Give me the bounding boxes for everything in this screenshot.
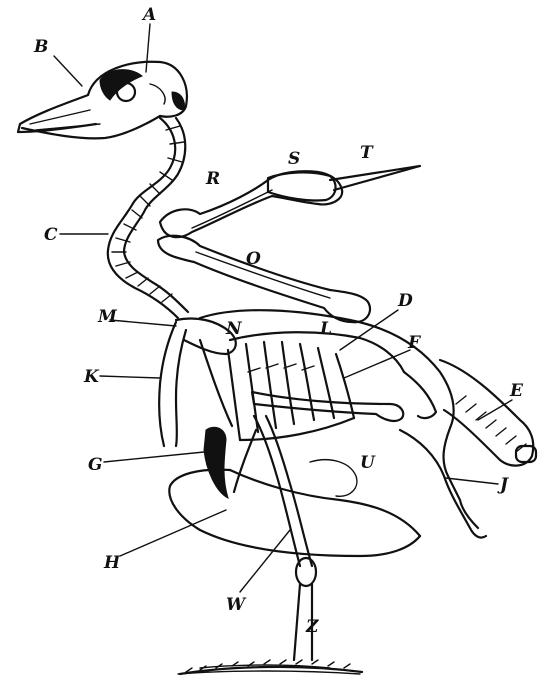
shoulder-girdle: [159, 319, 403, 447]
figure-labels: A B C D E F G H J K L M N O R S T U W Z: [33, 5, 524, 637]
label-f: F: [407, 333, 422, 353]
pelvis-and-spine: [200, 310, 536, 537]
label-l: L: [319, 319, 332, 339]
label-g: G: [88, 455, 103, 475]
leader-lines: [54, 24, 512, 592]
label-c: C: [44, 225, 58, 245]
label-m: M: [97, 307, 118, 327]
label-n: N: [225, 319, 243, 339]
neck-vertebrae: [108, 118, 188, 318]
furcula: [204, 427, 228, 498]
rib-cage: [228, 342, 354, 440]
label-j: J: [497, 475, 509, 495]
label-b: B: [33, 37, 48, 57]
label-w: W: [226, 595, 247, 615]
label-z: Z: [305, 617, 319, 637]
label-s: S: [288, 149, 300, 169]
label-o: O: [246, 249, 261, 269]
label-k: K: [83, 367, 100, 387]
skull: [18, 62, 187, 139]
label-a: A: [141, 5, 156, 25]
label-h: H: [103, 553, 121, 573]
label-e: E: [509, 381, 524, 401]
label-t: T: [360, 143, 374, 163]
label-r: R: [205, 169, 220, 189]
wing-bones: [158, 166, 420, 322]
label-u: U: [360, 453, 376, 473]
label-d: D: [397, 291, 413, 311]
